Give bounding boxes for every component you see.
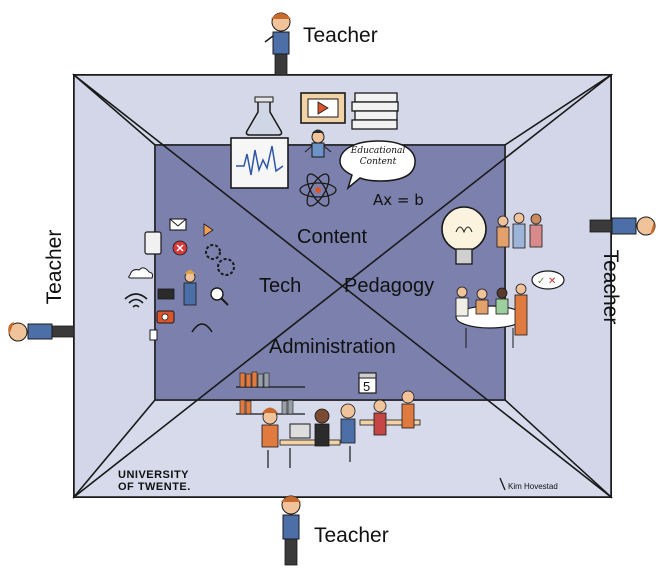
bubble-line-2: Content <box>359 157 397 167</box>
student-figure <box>304 129 332 158</box>
diagonal-line <box>73 74 612 498</box>
inner-floor <box>154 144 506 401</box>
quadrant-label-administration: Administration <box>269 336 396 358</box>
teacher-figure-left <box>8 322 75 342</box>
headphones-icon <box>191 323 213 333</box>
logo-line-2: OF TWENTE. <box>118 481 191 493</box>
calendar-icon: 5 <box>358 372 377 394</box>
svg-text:✓: ✓ <box>537 276 545 287</box>
mini-speech-bubble: ✓ ✕ <box>531 270 565 290</box>
atom-icon <box>299 173 337 207</box>
teacher-figure-bottom <box>281 495 301 566</box>
svg-text:✕: ✕ <box>548 276 556 287</box>
logo-line-1: UNIVERSITY <box>118 469 190 481</box>
tablet-icon <box>144 231 162 255</box>
university-logo: UNIVERSITY OF TWENTE. <box>118 469 191 493</box>
formula-text: Ax = b <box>373 191 424 209</box>
artist-credit: Kim Hovestad <box>508 482 558 491</box>
bubble-line-1: Educational <box>350 146 406 156</box>
speech-bubble <box>339 140 416 191</box>
books-icon <box>351 92 399 130</box>
lightbulb-icon <box>441 206 487 265</box>
quadrant-label-pedagogy: Pedagogy <box>344 275 435 297</box>
tech-icons-cluster <box>124 218 235 341</box>
flask-icon <box>245 96 283 136</box>
play-icon <box>203 223 214 237</box>
video-icon <box>300 92 346 124</box>
bookshelf-icon <box>236 371 305 415</box>
teacher-label-top: Teacher <box>303 24 378 47</box>
quadrant-label-tech: Tech <box>259 275 302 297</box>
cloud-icon <box>128 267 154 279</box>
calendar-day: 5 <box>363 379 370 394</box>
teacher-label-left: Teacher <box>43 229 66 305</box>
tech-person <box>183 282 197 306</box>
students-standing-group <box>496 212 543 249</box>
search-icon <box>210 287 224 301</box>
mail-icon <box>169 218 187 231</box>
administration-team <box>261 390 421 468</box>
gear-icon <box>205 244 221 260</box>
teacher-figure-top <box>264 12 291 76</box>
laptop-icon <box>157 288 175 300</box>
pen-icon <box>499 477 506 491</box>
quadrant-label-content: Content <box>297 226 368 248</box>
teacher-figure-right <box>589 216 656 236</box>
wifi-icon <box>124 293 148 308</box>
monitor-graph-icon <box>230 137 289 189</box>
speech-bubble-text: Educational Content <box>343 146 413 168</box>
teacher-label-right: Teacher <box>599 249 622 325</box>
teacher-label-bottom: Teacher <box>314 524 389 547</box>
gear-icon <box>217 258 235 276</box>
group-table-discussion <box>455 283 528 348</box>
